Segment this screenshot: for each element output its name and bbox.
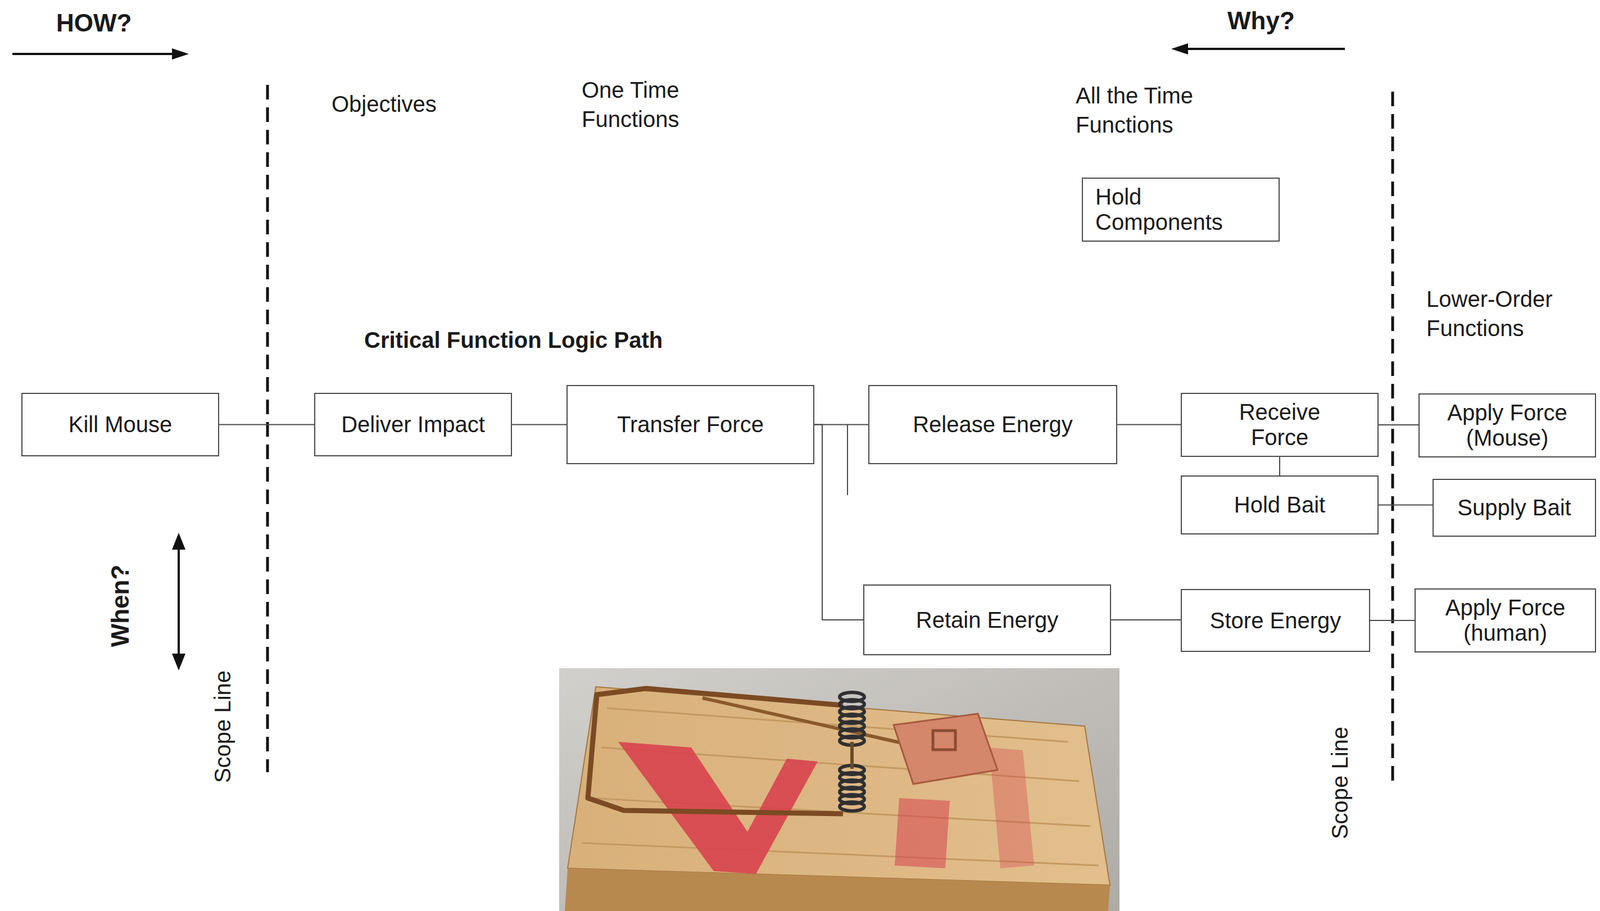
function-box: Transfer Force — [566, 384, 815, 465]
function-text: Supply Bait — [1457, 495, 1571, 521]
connector-line — [1370, 619, 1415, 622]
arrow-head — [171, 653, 186, 671]
function-text: Retain Energy — [916, 607, 1059, 633]
scope-label: Scope Line — [207, 670, 238, 783]
connector-line — [219, 424, 315, 426]
objective-box: Kill Mouse — [21, 392, 220, 457]
function-box: Deliver Impact — [314, 392, 512, 457]
function-text: Apply Force (human) — [1438, 595, 1574, 646]
path-heading: Critical Function Logic Path — [364, 325, 663, 355]
connector-line — [1378, 504, 1433, 506]
function-box: Release Energy — [868, 384, 1118, 465]
function-text: Hold Bait — [1234, 492, 1326, 518]
direction-arrow — [12, 52, 175, 56]
function-text: Apply Force (Mouse) — [1439, 400, 1575, 451]
direction-arrow — [177, 547, 180, 656]
function-box: Hold Components — [1081, 177, 1280, 242]
scope-line — [266, 84, 270, 773]
axis-label: HOW? — [56, 6, 132, 39]
scope-label: Scope Line — [1325, 726, 1355, 840]
lower-order-box: Apply Force (Mouse) — [1418, 393, 1597, 458]
arrow-head — [171, 532, 186, 550]
function-text: Deliver Impact — [341, 411, 486, 438]
mousetrap-photo — [559, 668, 1120, 911]
lower-order-box: Apply Force (human) — [1414, 588, 1597, 653]
function-text: Hold Components — [1095, 184, 1236, 235]
function-box: Retain Energy — [863, 584, 1112, 656]
function-text: Kill Mouse — [68, 411, 173, 438]
axis-label: When? — [103, 564, 137, 648]
connector-line — [511, 424, 567, 426]
arrow-head — [1171, 43, 1189, 55]
connector-line — [1111, 619, 1181, 621]
function-box: Receive Force — [1180, 392, 1379, 457]
connector-line — [814, 424, 864, 621]
axis-label: Why? — [1227, 4, 1295, 37]
connector-line — [1378, 424, 1419, 426]
stub-line — [846, 424, 849, 496]
function-text: Store Energy — [1209, 608, 1341, 634]
column-heading: One Time Functions — [581, 75, 711, 134]
function-box: Hold Bait — [1180, 475, 1379, 535]
scope-line — [1391, 91, 1395, 781]
function-text: Transfer Force — [617, 411, 764, 438]
function-box: Store Energy — [1180, 588, 1371, 652]
lower-order-box: Supply Bait — [1432, 478, 1597, 537]
arrow-head — [171, 48, 189, 60]
column-heading: All the Time Functions — [1075, 80, 1222, 140]
column-heading: Lower-Order Functions — [1426, 284, 1579, 343]
direction-arrow — [1185, 47, 1345, 51]
function-text: Release Energy — [912, 411, 1073, 438]
column-heading: Objectives — [331, 89, 437, 119]
function-text: Receive Force — [1223, 399, 1336, 451]
connector-line — [1279, 456, 1281, 476]
connector-line — [1117, 424, 1181, 426]
